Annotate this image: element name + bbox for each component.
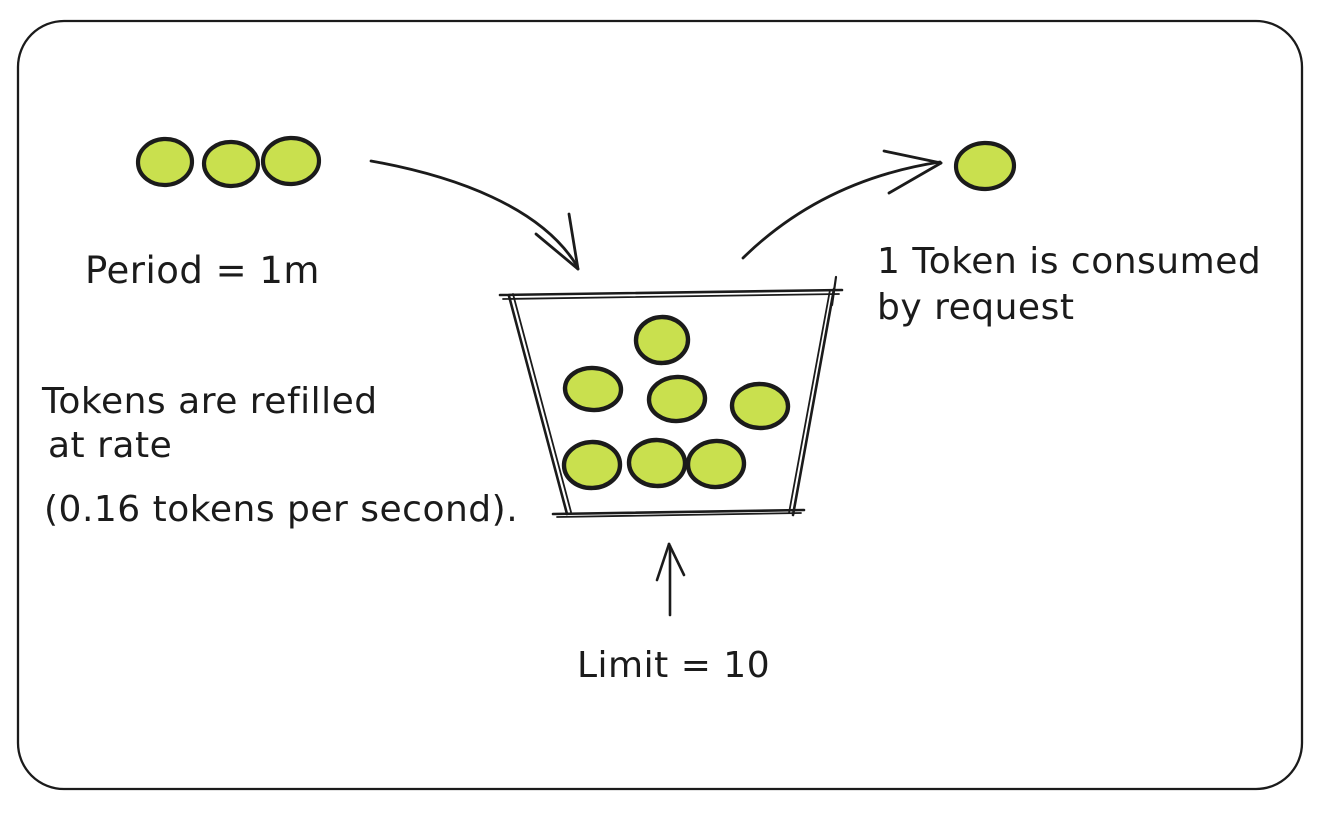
outflow-arrow xyxy=(741,149,943,260)
bucket-token-icon xyxy=(729,381,791,431)
incoming-token-icon xyxy=(201,139,261,189)
inflow-arrowhead xyxy=(567,212,580,271)
limit-arrowhead xyxy=(655,542,671,582)
incoming-tokens-group xyxy=(135,135,322,189)
period-label: Period = 1m xyxy=(85,249,320,292)
limit-arrowhead xyxy=(667,542,686,577)
canvas-border xyxy=(16,19,1304,791)
bucket-tokens-group xyxy=(561,314,791,491)
refill-label-line3: (0.16 tokens per second). xyxy=(44,489,518,530)
inflow-arrow xyxy=(369,159,580,271)
bucket-token-icon xyxy=(562,365,624,413)
consumed-label-line2: by request xyxy=(877,287,1074,328)
bucket-token-icon xyxy=(646,374,708,424)
limit-label: Limit = 10 xyxy=(577,645,770,686)
inflow-arrow-shaft xyxy=(369,159,579,268)
incoming-token-icon xyxy=(135,136,195,188)
refill-label-line1: Tokens are refilled xyxy=(41,381,378,422)
bucket-token-icon xyxy=(626,437,688,489)
bucket-token-icon xyxy=(685,438,747,490)
outflow-arrow-shaft xyxy=(741,160,942,260)
consumed-token-icon xyxy=(953,140,1017,192)
inflow-arrowhead xyxy=(534,232,580,271)
incoming-token-icon xyxy=(260,135,322,187)
bucket-token-icon xyxy=(561,439,623,491)
limit-arrow xyxy=(655,542,686,617)
bucket-token-icon xyxy=(633,314,691,366)
refill-label-line2: at rate xyxy=(48,425,172,466)
outflow-arrowhead xyxy=(882,149,943,165)
consumed-label-line1: 1 Token is consumed xyxy=(877,241,1261,282)
bucket xyxy=(498,275,844,518)
outflow-arrowhead xyxy=(887,161,943,195)
